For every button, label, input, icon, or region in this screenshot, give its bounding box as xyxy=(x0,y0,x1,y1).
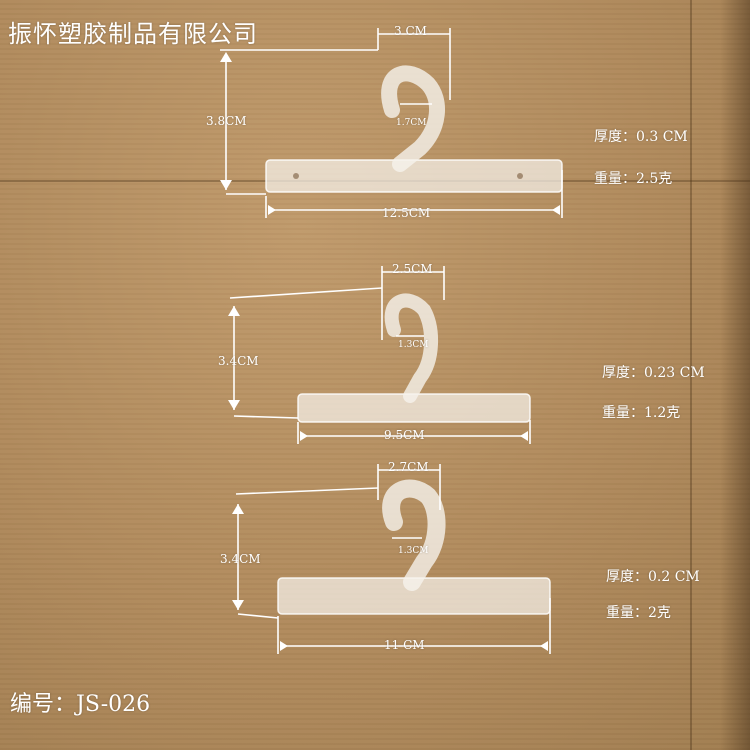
hanger-2-height: 3.4CM xyxy=(218,354,259,368)
hanger-3 xyxy=(277,479,551,615)
hanger-2-hook-width: 2.5CM xyxy=(392,262,433,276)
hanger-1-height: 3.8CM xyxy=(206,114,247,128)
hanger-1-weight: 重量：2.5克 xyxy=(594,171,673,187)
dimension-lines-3 xyxy=(232,464,551,654)
product-code: 编号：JS-026 xyxy=(10,692,151,717)
company-name: 振怀塑胶制品有限公司 xyxy=(8,20,258,48)
cardboard-shadow-edge xyxy=(720,0,750,750)
cardboard-seam-vertical xyxy=(690,0,692,750)
dimension-lines-1 xyxy=(220,28,563,218)
hanger-1-length: 12.5CM xyxy=(382,206,431,220)
hanger-3-inner-opening: 1.3CM xyxy=(398,546,429,556)
hanger-2-thickness: 厚度：0.23 CM xyxy=(602,365,705,381)
hanger-1-thickness: 厚度：0.3 CM xyxy=(594,129,688,145)
hanger-1 xyxy=(265,65,563,193)
hanger-3-height: 3.4CM xyxy=(220,552,261,566)
hanger-3-hook xyxy=(382,479,446,591)
hanger-1-hole-left xyxy=(293,173,299,179)
hanger-2-hook xyxy=(384,293,439,403)
dimension-lines-2 xyxy=(228,266,531,444)
hanger-3-length: 11 CM xyxy=(384,638,425,652)
hanger-2-length: 9.5CM xyxy=(384,428,425,442)
hanger-3-thickness: 厚度：0.2 CM xyxy=(606,569,700,585)
hanger-2-weight: 重量：1.2克 xyxy=(602,405,681,421)
hanger-1-hole-right xyxy=(517,173,523,179)
hanger-2 xyxy=(297,293,531,423)
hanger-3-hook-width: 2.7CM xyxy=(388,460,429,474)
hanger-1-hook-width: 3 CM xyxy=(394,24,427,38)
hanger-2-inner-opening: 1.3CM xyxy=(398,340,429,350)
hanger-3-weight: 重量：2克 xyxy=(606,605,671,621)
hanger-1-hook xyxy=(381,65,445,172)
hanger-1-inner-opening: 1.7CM xyxy=(396,118,427,128)
